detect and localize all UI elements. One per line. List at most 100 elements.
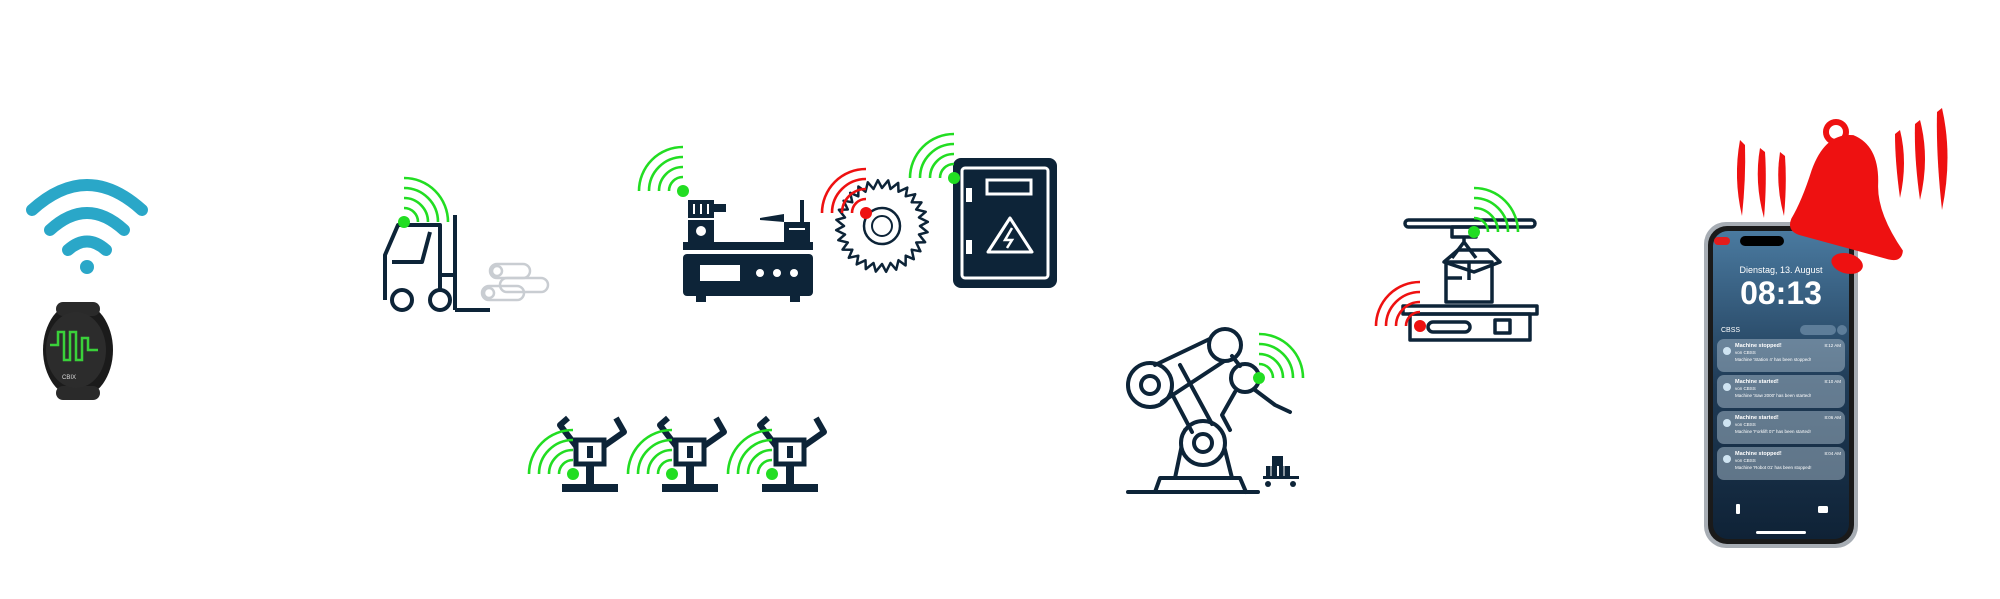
- notification-time: 8:04 AM: [1824, 451, 1841, 456]
- signal-wave: [938, 162, 955, 179]
- signal-wave: [850, 197, 867, 214]
- status-dot: [677, 185, 689, 197]
- signal-wave: [667, 175, 684, 192]
- smartphone: Dienstag, 13. August 08:13 CBSS Machine …: [1704, 222, 1858, 548]
- status-indicator-running: [626, 428, 678, 480]
- signal-wave: [1258, 332, 1305, 379]
- notification-card[interactable]: Machine started! von CBSS Machine 'Saw 2…: [1717, 375, 1845, 408]
- signal-wave: [1473, 196, 1510, 233]
- gripper-icon: [657, 415, 727, 492]
- notification-source: von CBSS: [1735, 422, 1756, 427]
- notification-card[interactable]: Machine stopped! von CBSS Machine 'Stati…: [1717, 339, 1845, 372]
- notification-body: Machine 'Saw 2000' has been started!: [1735, 393, 1811, 398]
- status-indicator-running: [726, 428, 778, 480]
- signal-wave: [1258, 342, 1295, 379]
- logs-icon: [480, 262, 550, 302]
- boxes-icon: [1263, 456, 1299, 487]
- notification-body: Machine 'Station 4' has been stopped!: [1735, 357, 1811, 362]
- signal-wave: [840, 187, 867, 214]
- signal-wave: [1258, 352, 1285, 379]
- notification-source: von CBSS: [1735, 386, 1756, 391]
- electrical-cabinet-icon: [953, 158, 1057, 288]
- notification-app-name: CBSS: [1721, 327, 1740, 334]
- signal-wave: [1394, 300, 1421, 327]
- signal-wave: [1258, 362, 1275, 379]
- notification-card[interactable]: Machine started! von CBSS Machine 'Forkl…: [1717, 411, 1845, 444]
- gripper-icon: [557, 415, 627, 492]
- notification-source: von CBSS: [1735, 458, 1756, 463]
- signal-wave: [527, 428, 574, 475]
- status-indicator-running: [398, 176, 450, 228]
- clear-notifications-button[interactable]: [1837, 325, 1847, 335]
- collapse-notifications-button[interactable]: [1800, 325, 1836, 335]
- status-dot: [1468, 226, 1480, 238]
- signal-wave: [637, 145, 684, 192]
- signal-wave: [403, 186, 440, 223]
- signal-wave: [403, 206, 420, 223]
- signal-wave: [403, 176, 450, 223]
- signal-wave: [1473, 206, 1500, 233]
- signal-wave: [547, 448, 574, 475]
- camera-icon[interactable]: [1818, 506, 1828, 513]
- status-indicator-running: [637, 145, 689, 197]
- signal-wave: [1473, 186, 1520, 233]
- alarm-bell-icon: [1789, 119, 1903, 274]
- notification-time: 8:06 AM: [1824, 415, 1841, 420]
- notification-title: Machine stopped!: [1735, 451, 1782, 457]
- signal-wave: [1374, 280, 1421, 327]
- signal-wave: [656, 458, 673, 475]
- flashlight-icon[interactable]: [1736, 504, 1740, 514]
- notification-source: von CBSS: [1735, 350, 1756, 355]
- circular-saw-icon: [834, 178, 930, 274]
- home-indicator[interactable]: [1756, 531, 1806, 534]
- notification-card[interactable]: Machine stopped! von CBSS Machine 'Robot…: [1717, 447, 1845, 480]
- signal-wave: [657, 165, 684, 192]
- lockscreen-time: 08:13: [1740, 275, 1822, 311]
- signal-wave: [756, 458, 773, 475]
- alarm-ring-lines: [1736, 108, 1948, 218]
- status-dot: [1253, 372, 1265, 384]
- notification-body: Machine 'Robot 01' has been stopped!: [1735, 465, 1812, 470]
- notification-time: 8:12 AM: [1824, 343, 1841, 348]
- status-dot: [666, 468, 678, 480]
- status-dot: [948, 172, 960, 184]
- signal-wave: [636, 438, 673, 475]
- signal-wave: [908, 132, 955, 179]
- signal-wave: [928, 152, 955, 179]
- signal-wave: [403, 196, 430, 223]
- forklift-icon: [383, 215, 490, 312]
- status-indicator-stopped: [820, 167, 872, 219]
- signal-wave: [746, 448, 773, 475]
- status-indicator-stopped: [1374, 280, 1426, 332]
- signal-wave: [1404, 310, 1421, 327]
- notification-body: Machine 'Forklift 07' has been started!: [1735, 429, 1811, 434]
- status-dot: [766, 468, 778, 480]
- signal-wave: [726, 428, 773, 475]
- status-dot: [860, 207, 872, 219]
- sensor-brand-label: CBIX: [62, 375, 76, 381]
- notification-title: Machine started!: [1735, 415, 1779, 421]
- lathe-icon: [683, 200, 813, 302]
- status-indicator-running: [1468, 186, 1520, 238]
- status-indicator-running: [527, 428, 579, 480]
- status-indicator-running: [1253, 332, 1305, 384]
- signal-wave: [820, 167, 867, 214]
- signal-wave: [647, 155, 684, 192]
- lockscreen-date: Dienstag, 13. August: [1739, 265, 1823, 275]
- status-indicator-running: [908, 132, 960, 184]
- signal-wave: [646, 448, 673, 475]
- notification-title: Machine started!: [1735, 379, 1779, 385]
- signal-wave: [918, 142, 955, 179]
- status-dot: [567, 468, 579, 480]
- overhead-crane-icon: [1403, 218, 1537, 304]
- waveform-icon: [50, 330, 98, 362]
- status-dot: [1414, 320, 1426, 332]
- signal-wave: [736, 438, 773, 475]
- signal-wave: [626, 428, 673, 475]
- robot-arm-icon: [1126, 327, 1292, 494]
- notification-title: Machine stopped!: [1735, 343, 1782, 349]
- signal-wave: [557, 458, 574, 475]
- signal-wave: [1384, 290, 1421, 327]
- signal-wave: [1473, 216, 1490, 233]
